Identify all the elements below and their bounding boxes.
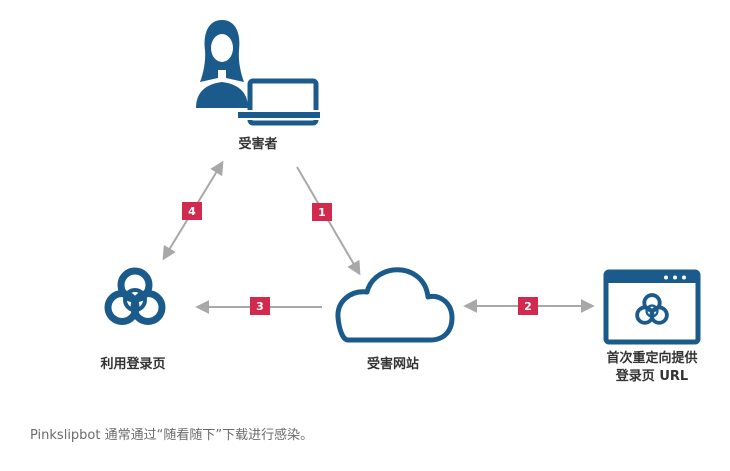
victim-icon (196, 20, 322, 126)
cloud-icon (335, 267, 455, 343)
svg-text:1: 1 (318, 206, 326, 219)
redirect-label-line1: 首次重定向提供 (606, 350, 697, 366)
step-badge-4: 4 (182, 202, 202, 220)
browser-window-icon (603, 269, 701, 345)
svg-text:4: 4 (188, 205, 196, 218)
site-label: 受害网站 (367, 356, 419, 372)
login-page-label: 利用登录页 (100, 356, 165, 372)
victim-label: 受害者 (238, 136, 277, 152)
biohazard-icon (108, 271, 162, 322)
redirect-label-line2: 登录页 URL (615, 368, 688, 384)
svg-text:3: 3 (256, 300, 264, 313)
caption-text: Pinkslipbot 通常通过“随看随下”下载进行感染。 (30, 428, 314, 443)
biohazard-small-icon (635, 293, 669, 325)
step-badge-2: 2 (518, 297, 538, 315)
step-badge-1: 1 (312, 203, 332, 221)
svg-text:2: 2 (524, 300, 532, 313)
step-badge-3: 3 (250, 297, 270, 315)
